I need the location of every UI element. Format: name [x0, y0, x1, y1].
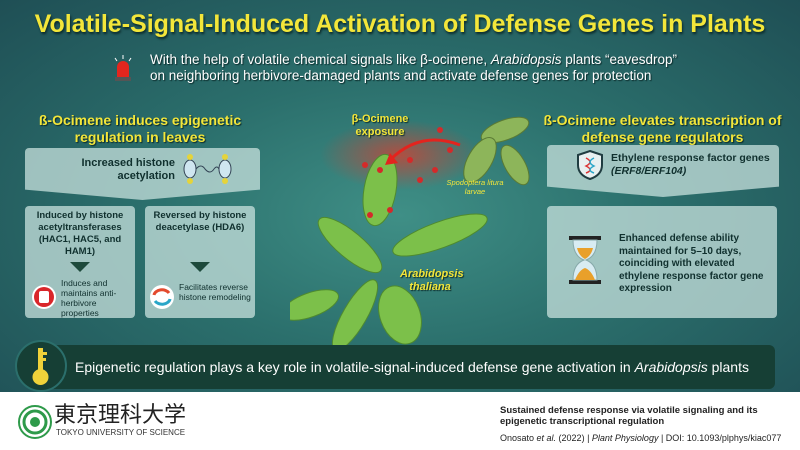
erf-text: Ethylene response factor genes — [611, 152, 770, 164]
deacetylase-box: Reversed by histone deacetylase (HDA6) F… — [145, 206, 255, 318]
banner-italic: Arabidopsis — [634, 359, 708, 375]
subtitle: With the help of volatile chemical signa… — [150, 52, 710, 84]
page-title: Volatile-Signal-Induced Activation of De… — [34, 10, 766, 38]
hourglass-icon — [569, 236, 601, 284]
box-result: Induces and maintains anti-herbivore pro… — [61, 278, 117, 318]
subtitle-line2: on neighboring herbivore-damaged plants … — [150, 68, 652, 83]
plant-label: Arabidopsis thaliana — [400, 268, 464, 293]
university-seal-logo — [18, 405, 52, 439]
stop-hand-icon — [32, 285, 56, 309]
defense-duration-box: Enhanced defense ability maintained for … — [547, 206, 777, 318]
banner-text: Epigenetic regulation plays a key role i… — [75, 359, 635, 375]
et-al: et al. — [536, 433, 557, 443]
doi: | DOI: 10.1093/plphys/kiac077 — [658, 433, 782, 443]
box-text: Increased histone acetylation — [81, 157, 175, 182]
banner-text: plants — [707, 359, 749, 375]
histone-acetylation-box: Increased histone acetylation — [25, 148, 260, 200]
exposure-label: β-Ocimene exposure — [351, 113, 409, 138]
subtitle-text: plants “eavesdrop” — [561, 52, 678, 67]
authors: Onosato — [500, 433, 537, 443]
box-text: Enhanced defense ability maintained for … — [619, 233, 764, 294]
box-title: Reversed by histone deacetylase (HDA6) — [153, 210, 247, 233]
paper-title: Sustained defense response via volatile … — [500, 405, 758, 427]
journal: Plant Physiology — [591, 433, 659, 443]
alarm-icon — [114, 55, 132, 81]
year: (2022) | — [556, 433, 592, 443]
box-text: Ethylene response factor genes (ERF8/ERF… — [611, 152, 771, 178]
histone-icon — [183, 154, 232, 184]
erf-gene-names: (ERF8/ERF104) — [611, 165, 687, 177]
larvae-label: Spodoptera litura larvae — [446, 178, 504, 196]
erf-genes-box: Ethylene response factor genes (ERF8/ERF… — [547, 145, 779, 197]
acetyltransferase-box: Induced by histone acetyltransferases (H… — [25, 206, 135, 318]
university-name-en: TOKYO UNIVERSITY OF SCIENCE — [56, 428, 186, 437]
subtitle-text: With the help of volatile chemical signa… — [150, 52, 491, 67]
dna-shield-icon — [577, 150, 603, 180]
right-heading: ß-Ocimene elevates transcription of defe… — [543, 112, 782, 145]
university-name-jp: 東京理科大学 — [54, 403, 187, 428]
citation: Sustained defense response via volatile … — [500, 405, 800, 444]
down-arrow-icon — [70, 262, 90, 272]
reference: Onosato et al. (2022) | Plant Physiology… — [500, 433, 800, 444]
down-arrow-icon — [190, 262, 210, 272]
conclusion-banner: Epigenetic regulation plays a key role i… — [45, 345, 775, 389]
box-result: Facilitates reverse histone remodeling — [179, 282, 251, 302]
box-title: Induced by histone acetyltransferases (H… — [36, 210, 124, 257]
cycle-arrows-icon — [150, 285, 174, 309]
subtitle-italic: Arabidopsis — [490, 52, 562, 67]
key-badge — [15, 340, 67, 392]
arabidopsis-illustration — [290, 116, 530, 345]
key-icon — [32, 348, 49, 385]
left-heading: ß-Ocimene induces epigenetic regulation … — [38, 112, 242, 145]
